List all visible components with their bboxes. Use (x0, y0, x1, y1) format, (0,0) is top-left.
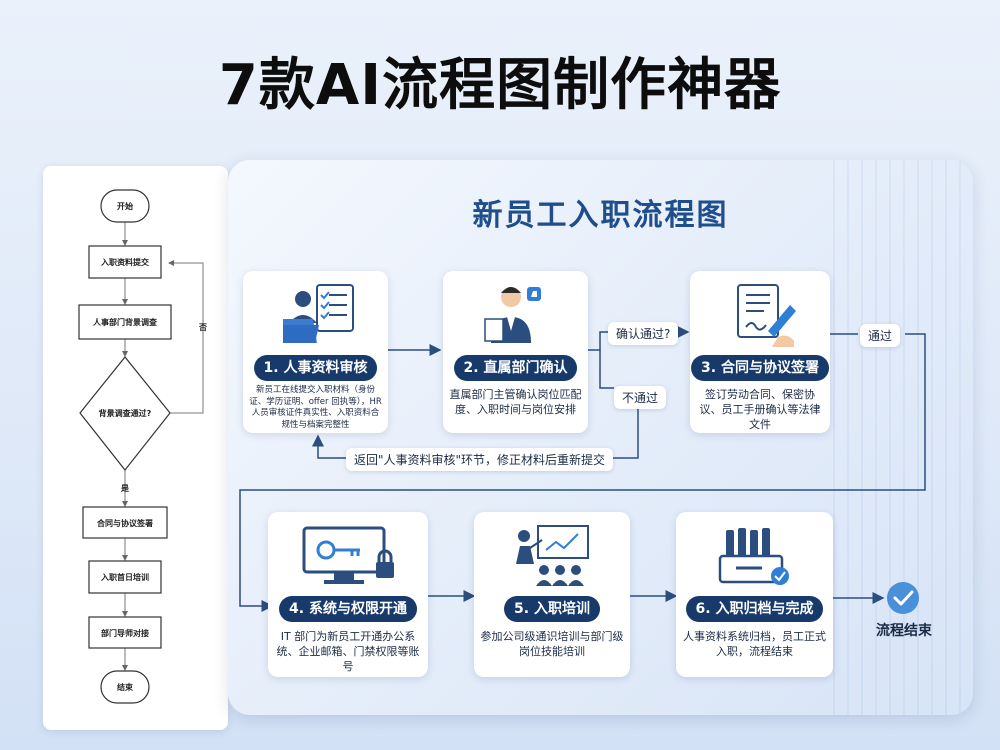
step-4-card: 4. 系统与权限开通 IT 部门为新员工开通办公系统、企业邮箱、门禁权限等账号 (268, 512, 428, 677)
step-4-label: 4. 系统与权限开通 (279, 596, 417, 622)
fc-end-text: 结束 (117, 682, 134, 692)
training-icon (516, 525, 589, 586)
page-title: 7款AI流程图制作神器 (218, 53, 782, 118)
contract-sign-icon (737, 284, 796, 347)
step-1-label: 1. 人事资料审核 (253, 355, 378, 381)
fc-submit-box (88, 245, 162, 279)
fc-no-label: 否 (198, 323, 207, 332)
archive-icon (718, 528, 789, 585)
infographic-title: 新员工入职流程图 (472, 198, 729, 233)
step-6-desc: 人事资料系统归档，员工正式入职，流程结束 (683, 630, 826, 658)
fc-start-text: 开始 (117, 201, 133, 211)
reject-tag: 不通过 (614, 386, 667, 409)
step-6-card: 6. 入职归档与完成 人事资料系统归档，员工正式入职，流程结束 (676, 512, 833, 677)
left-flowchart-card: 开始 入职资料提交 人事部门背景调查 背景调查通过? 否 是 合同与协议签署 入… (43, 166, 228, 730)
confirm-tag: 确认通过? (608, 322, 679, 345)
step-2-card: 2. 直属部门确认 直属部门主管确认岗位匹配度、入职时间与岗位安排 (443, 271, 588, 433)
step-3-desc: 签订劳动合同、保密协议、员工手册确认等法律文件 (699, 388, 821, 431)
step-5-label: 5. 入职培训 (504, 596, 600, 622)
fc-yes-label: 是 (120, 483, 129, 493)
fc-training-text: 入职首日培训 (100, 572, 149, 582)
fc-sign-box (82, 506, 168, 539)
flowchart-svg: 开始 入职资料提交 人事部门背景调查 背景调查通过? 否 是 合同与协议签署 入… (78, 189, 207, 704)
step-2-desc: 直属部门主管确认岗位匹配度、入职时间与岗位安排 (449, 388, 582, 416)
step-1-desc: 新员工在线提交入职材料（身份证、学历证明、offer 回执等），HR 人员审核证… (249, 385, 382, 430)
step-3-card: 3. 合同与协议签署 签订劳动合同、保密协议、员工手册确认等法律文件 (690, 271, 830, 433)
fc-sign-text: 合同与协议签署 (96, 518, 153, 528)
step-6-label: 6. 入职归档与完成 (685, 596, 824, 622)
step-5-card: 5. 入职培训 参加公司级通识培训与部门级岗位技能培训 (474, 512, 630, 677)
fc-decision-text: 背景调查通过? (99, 408, 152, 418)
step-5-desc: 参加公司级通识培训与部门级岗位技能培训 (480, 630, 624, 658)
fc-start (100, 189, 150, 223)
document-review-icon (283, 284, 354, 343)
system-access-icon (302, 526, 394, 584)
fc-check-box (78, 304, 172, 340)
end-label: 流程结束 (876, 623, 932, 639)
step-1-card: 1. 人事资料审核 新员工在线提交入职材料（身份证、学历证明、offer 回执等… (243, 271, 388, 433)
pass-tag: 通过 (860, 324, 901, 347)
step-2-label: 2. 直属部门确认 (453, 355, 578, 381)
fc-check-text: 人事部门背景调查 (93, 317, 158, 327)
fc-mentor-box (88, 616, 162, 649)
fc-end (100, 670, 150, 704)
fc-training-box (88, 560, 162, 594)
infographic-card: 新员工入职流程图 (228, 160, 973, 715)
fc-decision-diamond (79, 356, 171, 471)
manager-icon (484, 287, 541, 343)
fc-mentor-text: 部门导师对接 (101, 628, 149, 638)
return-note: 返回"人事资料审核"环节，修正材料后重新提交 (346, 448, 614, 471)
step-3-label: 3. 合同与协议签署 (691, 355, 829, 381)
step-4-desc: IT 部门为新员工开通办公系统、企业邮箱、门禁权限等账号 (276, 630, 420, 673)
fc-submit-text: 入职资料提交 (100, 257, 149, 267)
